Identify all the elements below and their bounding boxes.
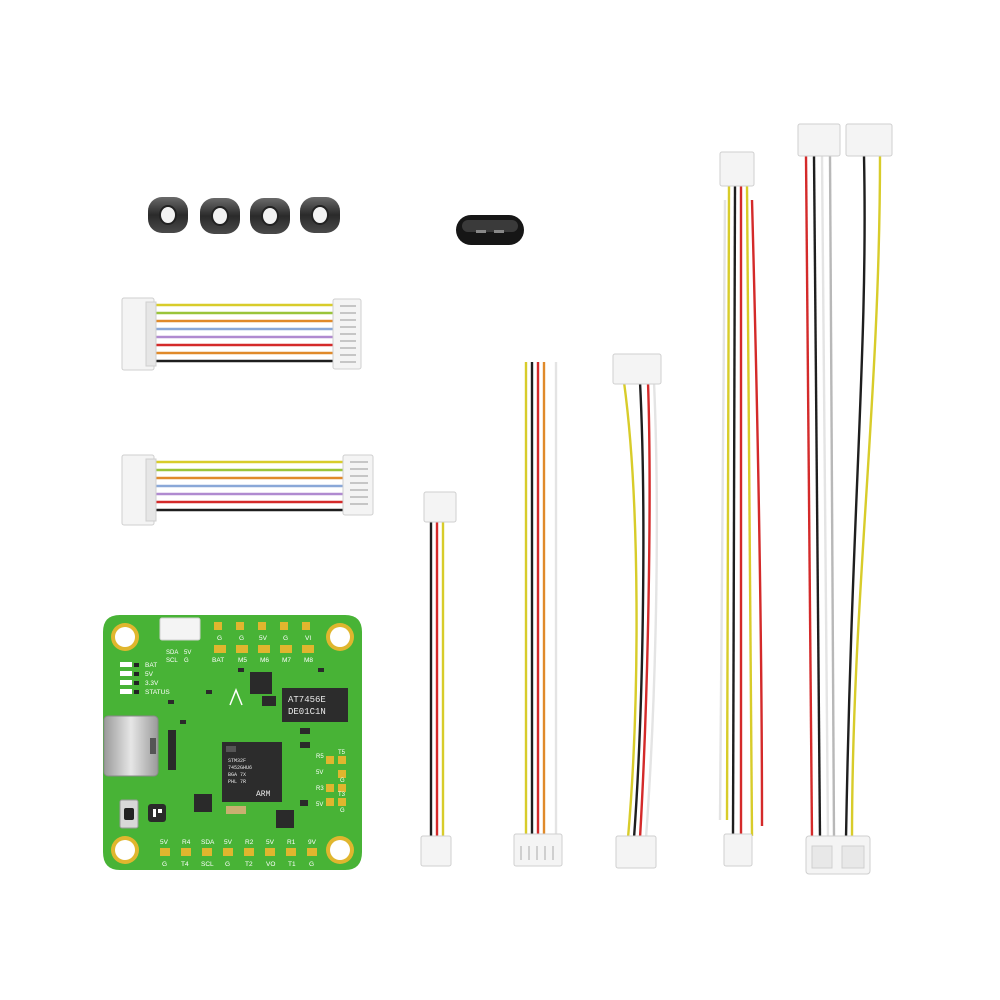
ribbon-connector-left	[121, 454, 157, 526]
pad-label: 5V	[266, 839, 275, 846]
mounting-holes	[111, 623, 354, 864]
led-label: 3.3V	[145, 680, 159, 687]
top-labels-row1: G G 5V G VI	[217, 635, 311, 642]
pad-label: M7	[282, 657, 291, 664]
chip-label: DE01C1N	[288, 707, 326, 717]
ribbon-wires	[150, 303, 335, 363]
ferrite-ring	[200, 198, 240, 234]
ferrite-rings	[148, 197, 340, 234]
wire-harness-dual	[797, 123, 893, 875]
wire-harness-3pin	[420, 491, 457, 867]
pad-label: G	[217, 635, 222, 642]
pad-label: 5V	[224, 839, 233, 846]
ferrite-ring	[148, 197, 188, 233]
pad-label: T2	[245, 861, 253, 868]
ribbon-cable-2	[121, 454, 374, 526]
connector-top-right	[845, 123, 893, 157]
chip-label: ARM	[256, 790, 271, 799]
pad-label: BAT	[212, 657, 224, 664]
connector-label: 5V	[184, 650, 191, 656]
pad-label: T3	[338, 792, 346, 798]
wire-harness-5pin	[513, 362, 563, 867]
pad-label: G	[309, 861, 314, 868]
top-pads	[214, 622, 314, 653]
board-connector-top: SDA SCL 5V G	[159, 617, 201, 664]
led-label: BAT	[145, 662, 157, 669]
pad-label: G	[340, 778, 345, 784]
direction-arrow	[229, 687, 243, 706]
connector-top-left	[797, 123, 841, 157]
pad-label: M5	[238, 657, 247, 664]
bottom-pads	[160, 848, 317, 856]
wire-harness-long	[718, 151, 764, 867]
chip-label: AT7456E	[288, 695, 326, 705]
connector-bottom	[615, 835, 657, 869]
ribbon-wires	[150, 460, 345, 512]
components	[168, 668, 324, 828]
connector-bottom	[420, 835, 452, 867]
pad-label: T1	[288, 861, 296, 868]
ferrite-ring	[250, 198, 290, 234]
usb-c-port	[103, 715, 159, 777]
pad-label: M6	[260, 657, 269, 664]
pad-label: SCL	[201, 861, 214, 868]
pad-label: 5V	[316, 802, 323, 808]
pad-label: R5	[316, 754, 324, 760]
chip-label: BGA 7X	[228, 772, 246, 778]
wire-harness-4pin	[612, 353, 662, 869]
bottom-labels-row1: 5V R4 SDA 5V R2 5V R1 9V	[160, 839, 317, 846]
chip-label: 7452GHU6	[228, 765, 252, 771]
boot-button	[119, 799, 139, 829]
brand-logo	[148, 804, 166, 822]
ribbon-connector-right	[342, 454, 374, 516]
connector-bottom	[513, 833, 563, 867]
top-labels-row2: BAT M5 M6 M7 M8	[212, 657, 313, 664]
flight-controller-board: SDA SCL 5V G G G 5V G VI BA	[103, 615, 362, 870]
pad-label: 5V	[259, 635, 268, 642]
pad-label: VO	[266, 861, 275, 868]
pad-label: 9V	[308, 839, 317, 846]
pad-label: R1	[287, 839, 296, 846]
osd-chip: AT7456E DE01C1N	[282, 688, 348, 722]
usb-c-adapter	[456, 215, 524, 245]
status-leds: BAT 5V 3.3V STATUS	[120, 662, 170, 696]
pad-label: VI	[305, 635, 311, 642]
connector-bottom	[805, 835, 871, 875]
right-pads	[326, 756, 346, 806]
connector-bottom	[723, 833, 753, 867]
pad-label: 5V	[316, 770, 323, 776]
pad-label: 5V	[160, 839, 169, 846]
pad-label: R3	[316, 786, 324, 792]
pad-label: G	[239, 635, 244, 642]
led-label: 5V	[145, 671, 154, 678]
connector-top	[612, 353, 662, 385]
led-label: STATUS	[145, 689, 170, 696]
pad-label: T5	[338, 750, 346, 756]
pad-label: SDA	[201, 839, 215, 846]
ribbon-cable-1	[121, 297, 362, 371]
pad-label: M8	[304, 657, 313, 664]
pad-label: R2	[245, 839, 254, 846]
connector-label: SCL	[166, 658, 178, 664]
ferrite-ring	[300, 197, 340, 233]
pad-label: T4	[181, 861, 189, 868]
pad-label: G	[340, 808, 345, 814]
connector-label: SDA	[166, 650, 178, 656]
ribbon-connector-left	[121, 297, 157, 371]
pad-label: G	[162, 861, 167, 868]
chip-label: STM32F	[228, 758, 246, 764]
pad-label: R4	[182, 839, 191, 846]
connector-top	[719, 151, 755, 187]
connector-top	[423, 491, 457, 523]
bottom-labels-row2: G T4 SCL G T2 VO T1 G	[162, 861, 314, 868]
mcu-chip: STM32F 7452GHU6 BGA 7X PHL 7R ARM	[222, 742, 282, 802]
pad-label: G	[283, 635, 288, 642]
connector-label: G	[184, 658, 189, 664]
right-labels: R5 T5 5V G R3 T3 5V G	[316, 750, 346, 814]
pad-label: G	[225, 861, 230, 868]
ribbon-connector-right	[332, 298, 362, 370]
chip-label: PHL 7R	[228, 779, 246, 785]
